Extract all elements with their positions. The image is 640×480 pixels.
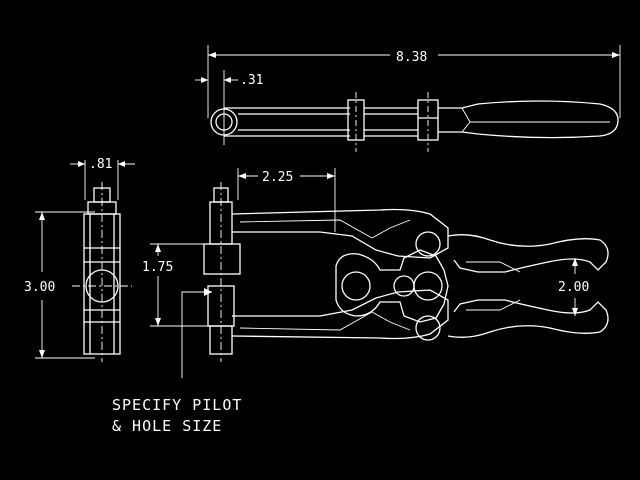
mount-offset-label: 2.25: [262, 170, 293, 185]
side-width-label: .81: [89, 157, 112, 172]
pin-offset-label: .31: [240, 73, 263, 88]
top-view: [195, 45, 621, 152]
side-view: [35, 160, 135, 362]
pilot-spacing-label: 1.75: [142, 260, 173, 275]
pilot-note-line2: & HOLE SIZE: [112, 417, 222, 435]
overall-length-label: 8.38: [396, 50, 427, 65]
front-view: [150, 168, 609, 378]
pilot-note-line1: SPECIFY PILOT: [112, 396, 242, 414]
jaw-opening-label: 2.00: [558, 280, 589, 295]
height-label: 3.00: [24, 280, 55, 295]
